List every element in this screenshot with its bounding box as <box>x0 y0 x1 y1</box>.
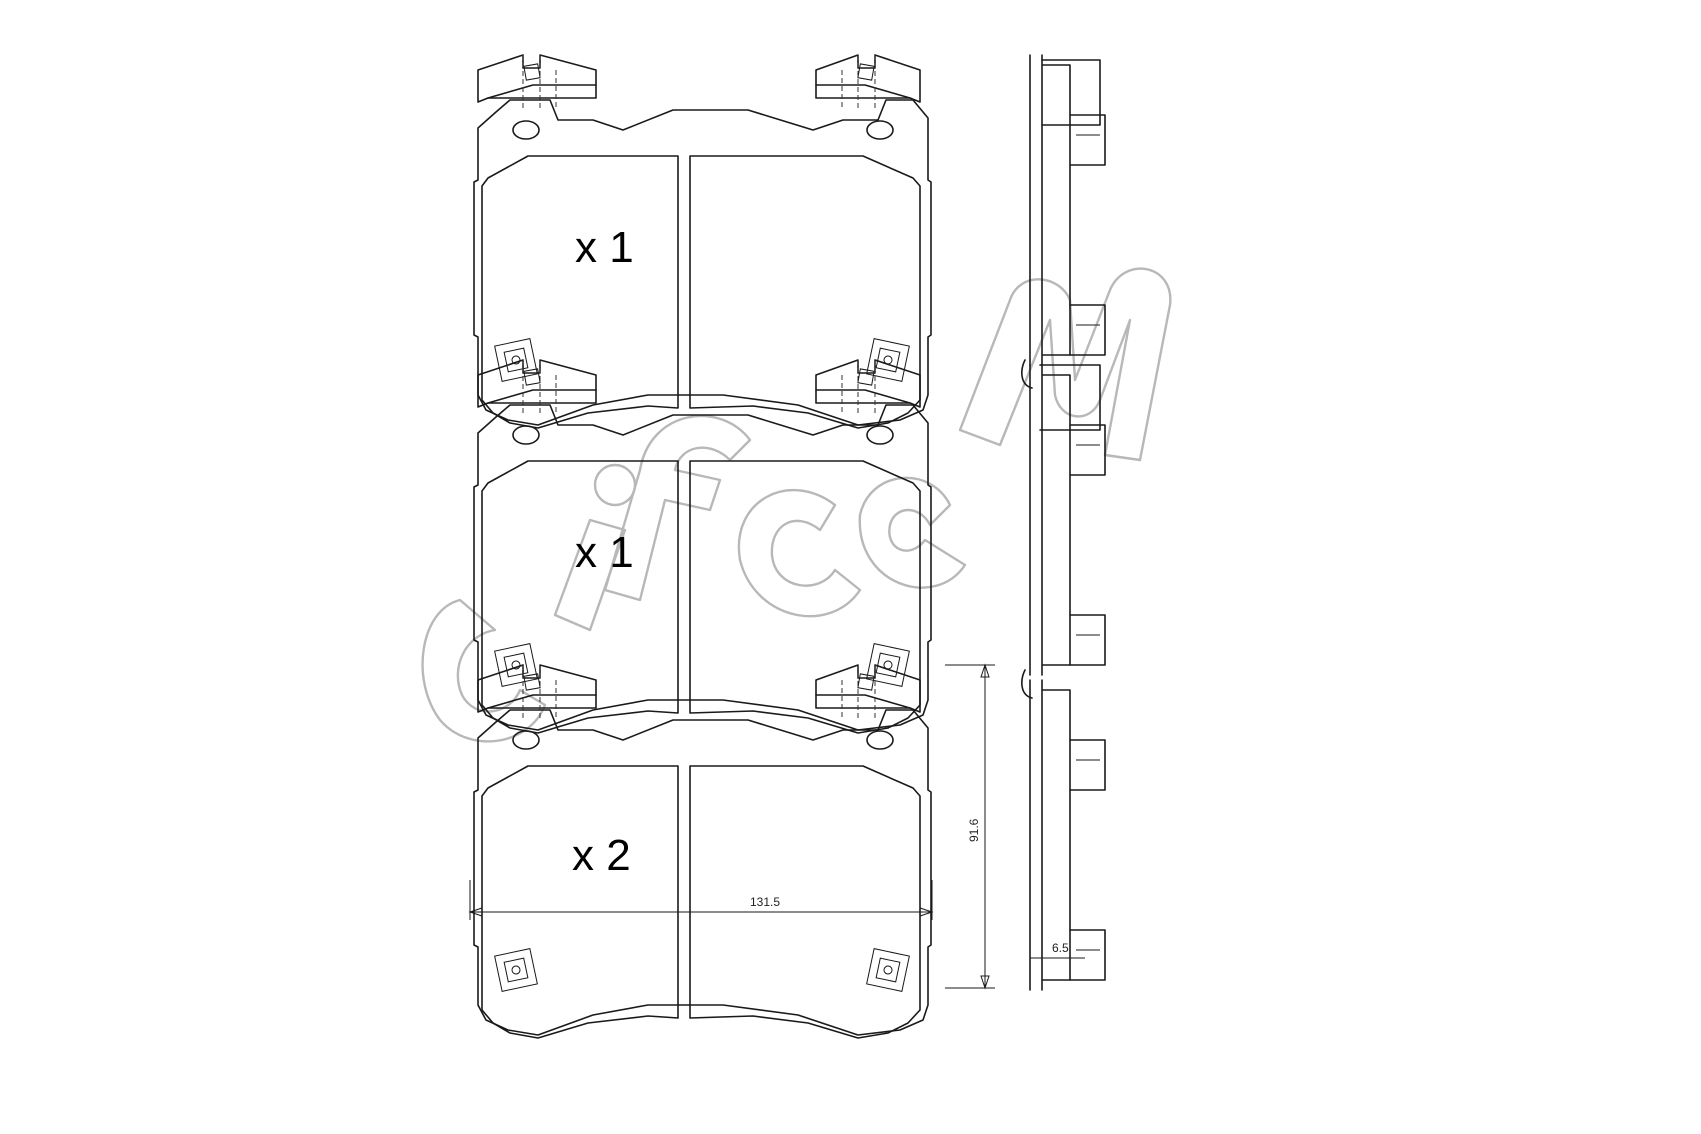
thickness-dimension-label: 6.5 <box>1052 941 1069 955</box>
pad-3-quantity: x 2 <box>572 831 631 880</box>
height-dimension: 91.6 <box>945 663 995 990</box>
pad-1-quantity: x 1 <box>575 223 634 272</box>
thickness-dimension: 6.5 <box>1029 941 1085 972</box>
width-dimension-label: 131.5 <box>750 895 780 909</box>
width-dimension: 131.5 <box>468 880 934 920</box>
pad-3 <box>473 664 932 1039</box>
pad-1 <box>473 54 932 429</box>
height-dimension-label: 91.6 <box>967 818 981 842</box>
pad-2-quantity: x 1 <box>575 528 634 577</box>
cifam-watermark-logo <box>421 267 1172 743</box>
side-view <box>1021 54 1106 991</box>
